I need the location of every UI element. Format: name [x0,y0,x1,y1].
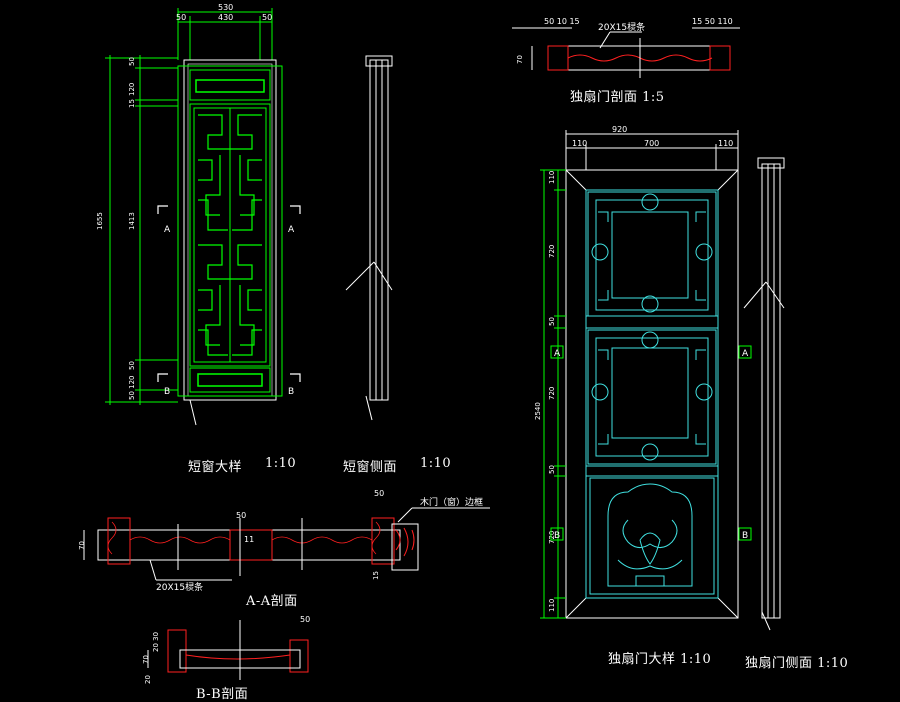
door-seg-110-top: 110 [548,171,556,184]
door-frame-edge-note: 木门（窗）边框 [420,496,483,508]
aa-15: 15 [372,571,380,580]
door-seg-720-mid: 720 [548,387,556,400]
section-aa: 70 50 50 11 15 20X15棂条 木门（窗）边框 [78,489,490,593]
title-section-aa: A-A剖面 [246,594,298,609]
win-inner-height: 1413 [128,212,136,230]
lattice-bar-top-note: 20X15棂条 [598,21,645,33]
section-bb: 70 20 30 20 50 [142,615,310,684]
title-single-door-section: 独扇门剖面 1:5 [570,90,665,105]
door-marker-b-left: B [554,531,560,541]
win-top-50: 50 [128,57,136,66]
door-seg-720-bot: 720 [548,531,556,544]
bb-50: 50 [300,615,310,624]
win-total-height: 1655 [96,212,104,230]
win-bot-50: 50 [128,361,136,370]
lattice-bar-note: 20X15棂条 [156,581,203,593]
win-bot-120: 50 120 [128,376,136,401]
door-marker-a-right: A [742,349,749,359]
door-side-left: 110 [572,139,587,148]
short-window-side [345,55,393,421]
short-window-detail: 530 430 50 50 [96,3,301,426]
door-seg-110-bot: 110 [548,599,556,612]
title-short-window-side-scale: 1:10 [420,456,452,471]
door-side-right: 110 [718,139,733,148]
door-marker-a-left: A [554,349,561,359]
win-total-width: 530 [218,3,233,12]
door-seg-50-a: 50 [548,317,556,326]
win-top-120: 120 [128,83,136,96]
door-seg-720-top: 720 [548,245,556,258]
marker-a-left: A [164,225,171,235]
title-single-door-side: 独扇门侧面 1:10 [745,656,849,671]
bb-30: 20 30 [152,632,160,652]
aa-11: 11 [244,535,254,544]
sect-15-50-110: 15 50 110 [692,17,733,26]
door-side [743,157,785,631]
title-short-window-detail: 短窗大样 [188,460,243,475]
door-marker-b-right: B [742,531,748,541]
title-short-window-side: 短窗侧面 [343,460,398,475]
bb-20: 20 [144,675,152,684]
marker-b-left: B [164,387,170,397]
title-single-door-detail: 独扇门大样 1:10 [608,652,712,667]
aa-50: 50 [236,511,246,520]
door-height: 2540 [534,402,542,420]
title-short-window-detail-scale: 1:10 [265,456,297,471]
title-section-bb: B-B剖面 [196,687,249,702]
door-inner-width: 700 [644,139,659,148]
aa-height-70: 70 [78,541,86,550]
win-side-left: 50 [176,13,186,22]
door-seg-50-b: 50 [548,465,556,474]
door-section: 50 10 15 15 50 110 70 20X15棂条 [512,17,740,78]
sect-50-10-15: 50 10 15 [544,17,580,26]
marker-b-right: B [288,387,294,397]
win-inner-width: 430 [218,13,233,22]
sect-70: 70 [516,55,524,64]
door-detail: 920 700 110 110 [534,125,752,619]
win-top-15: 15 [128,99,136,108]
door-total-width: 920 [612,125,627,134]
bb-70: 70 [142,655,150,664]
aa-50-right: 50 [374,489,384,498]
marker-a-right: A [288,225,295,235]
win-side-right: 50 [262,13,272,22]
